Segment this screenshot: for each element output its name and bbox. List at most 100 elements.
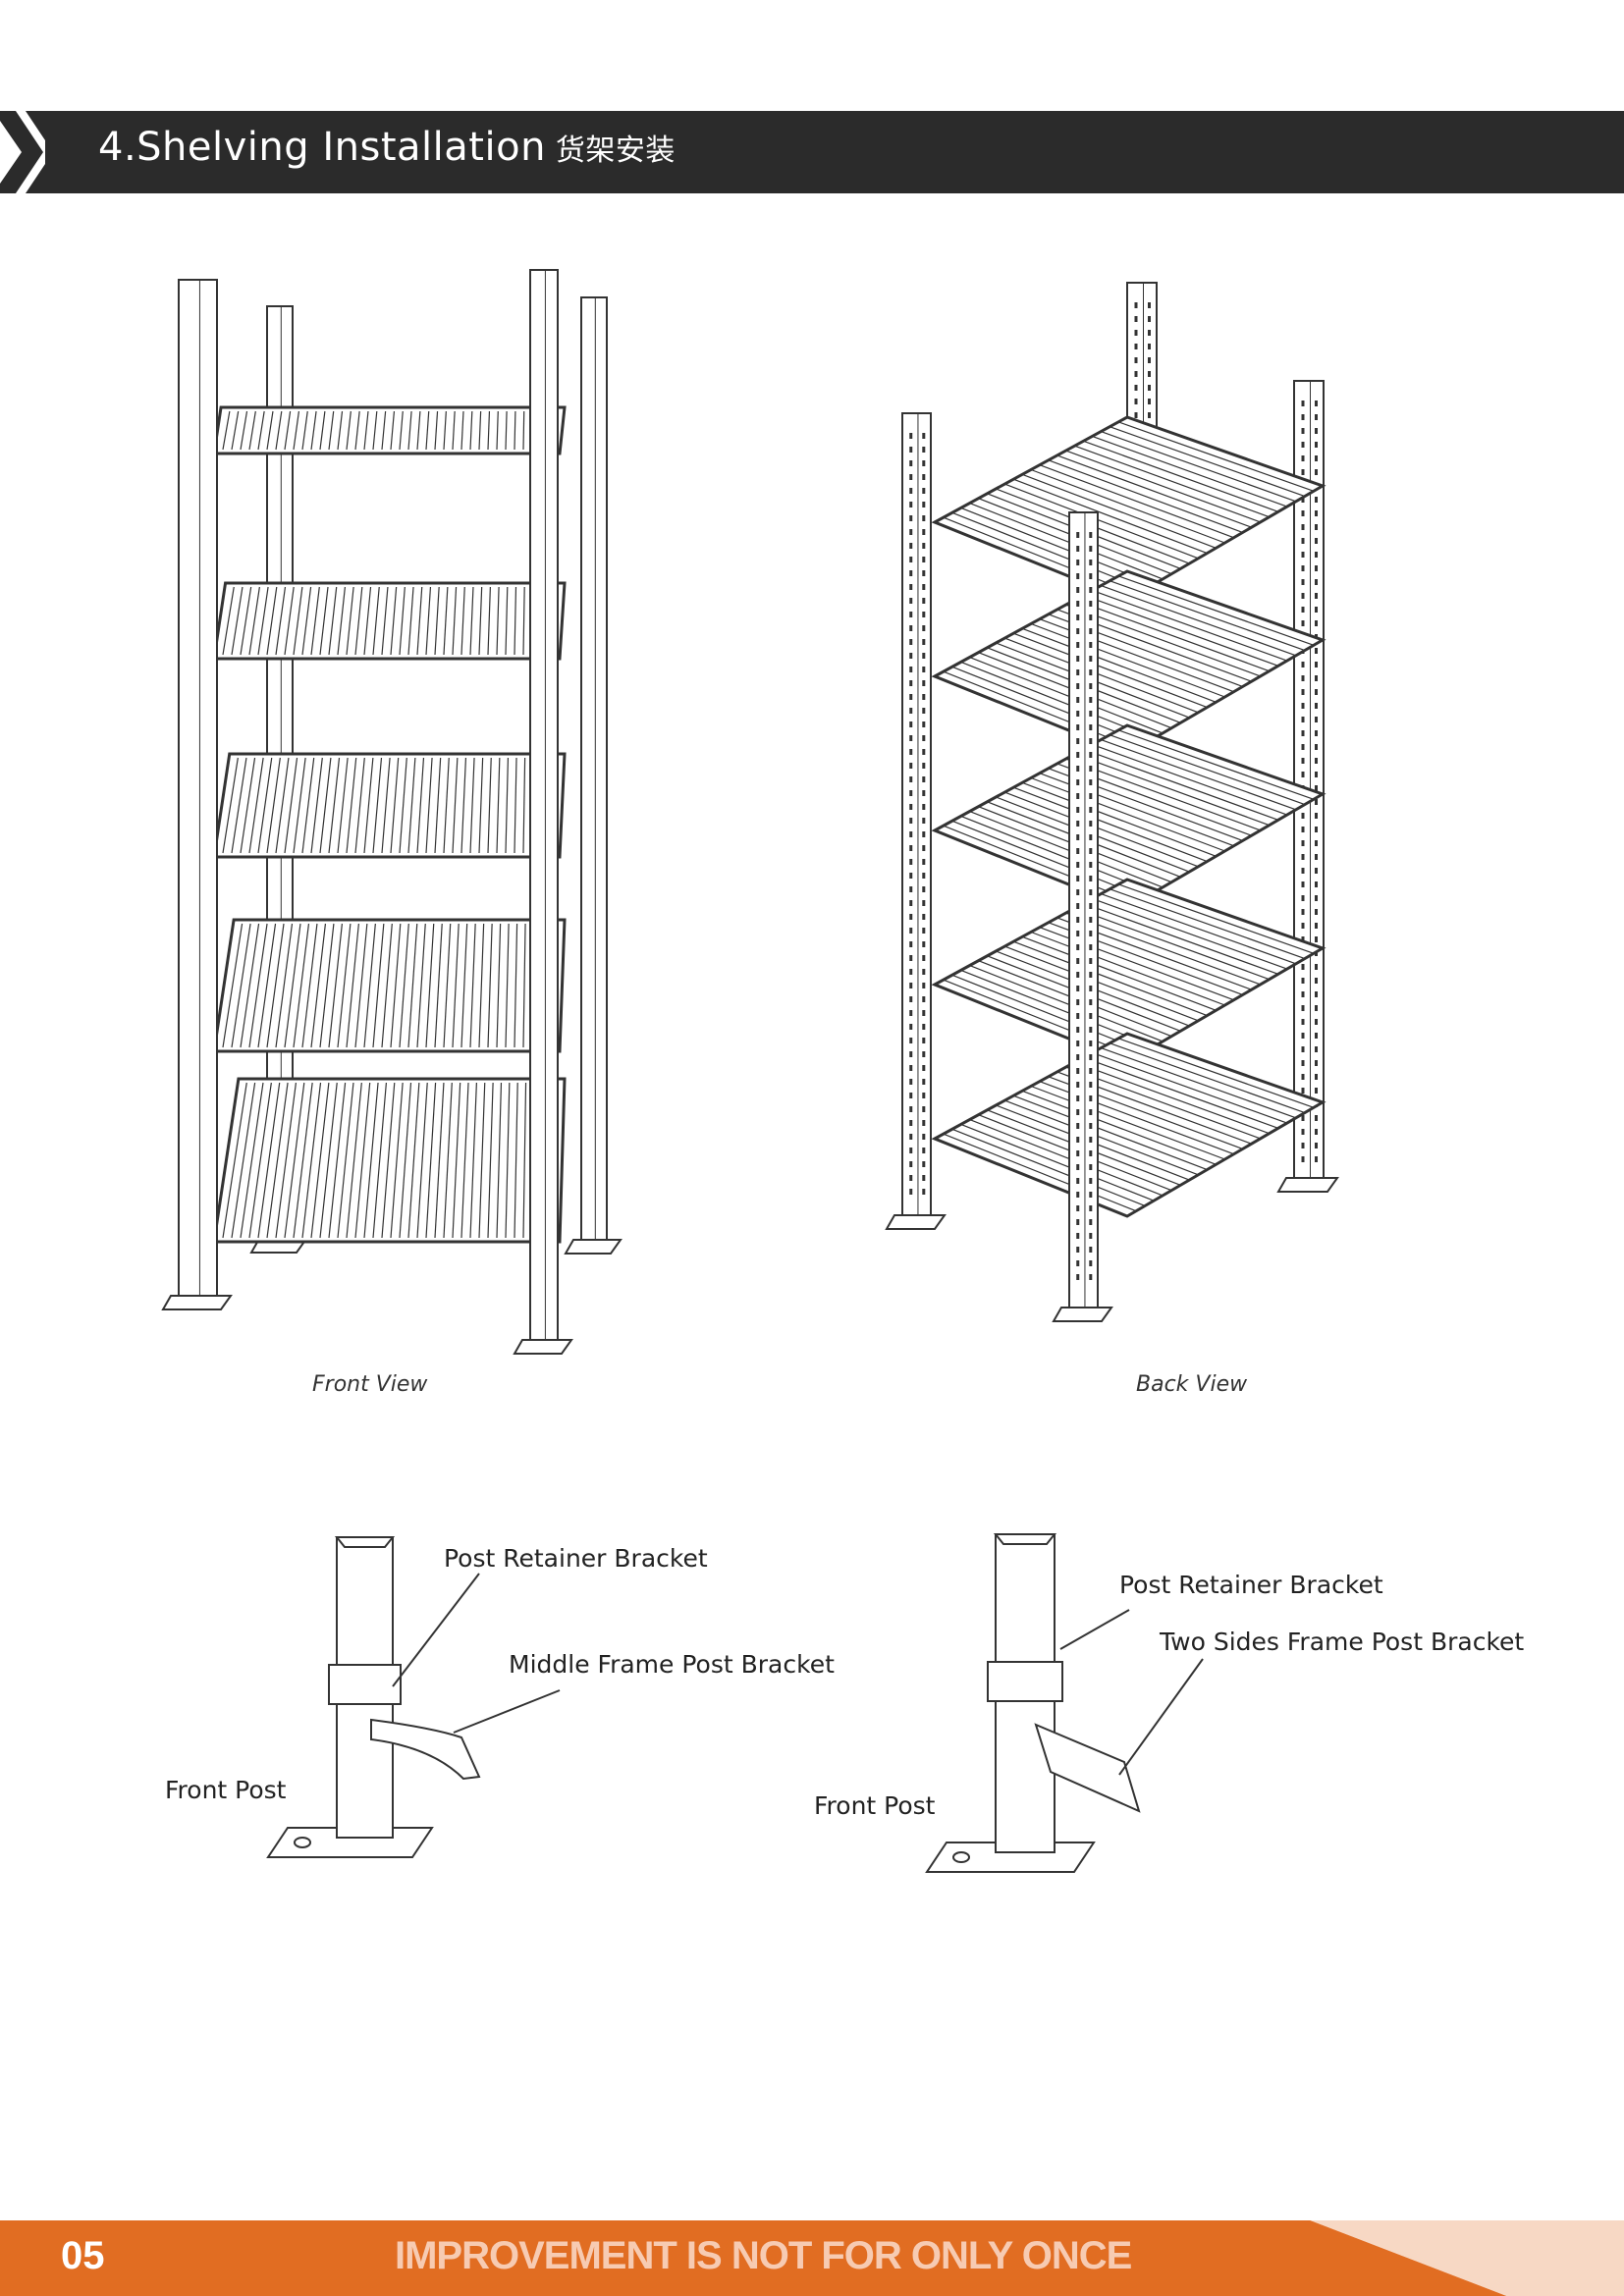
post-slot (1076, 1233, 1080, 1239)
post-slot (909, 447, 913, 453)
post-slot (1315, 1005, 1318, 1011)
post-slot (1076, 807, 1080, 813)
front-back-right-post-foot (564, 1239, 623, 1255)
shelf-wire (960, 815, 1155, 893)
shelf-wire (496, 923, 502, 1048)
post-slot (1315, 400, 1318, 406)
detail-right-bolt-hole (952, 1851, 970, 1863)
post-slot (1089, 669, 1093, 675)
post-slot (1301, 923, 1305, 929)
post-slot (1315, 991, 1318, 997)
shelf-wire (1101, 1047, 1297, 1119)
post-slot (1076, 1095, 1080, 1101)
post-slot (1315, 1019, 1318, 1025)
post-slot (1301, 772, 1305, 777)
shelf-wire (960, 661, 1155, 739)
post-slot (922, 612, 926, 617)
post-slot (1076, 1219, 1080, 1225)
post-slot (1076, 944, 1080, 950)
post-slot (1315, 510, 1318, 516)
shelf-wire (452, 757, 459, 854)
post-slot (922, 983, 926, 988)
post-slot (1315, 414, 1318, 420)
shelf-wire (407, 586, 414, 656)
post-slot (1089, 848, 1093, 854)
shelf-wire (469, 410, 473, 451)
post-slot (1301, 840, 1305, 846)
post-slot (1301, 730, 1305, 736)
post-slot (1089, 1260, 1093, 1266)
shelf-wire (310, 586, 320, 656)
post-slot (1089, 1082, 1093, 1088)
shelf-wire (1109, 580, 1306, 652)
post-slot (1148, 316, 1151, 322)
post-slot (1315, 813, 1318, 819)
shelf-wire (310, 1082, 330, 1239)
shelf-wire (240, 757, 256, 854)
post-slot (1076, 697, 1080, 703)
shelf-wire (416, 410, 421, 451)
back-shelf (931, 723, 1326, 910)
shelf-wire (231, 757, 247, 854)
shelf-wire (301, 1082, 322, 1239)
post-slot (1134, 316, 1138, 322)
post-slot (1301, 620, 1305, 626)
post-slot (909, 1065, 913, 1071)
post-slot (1076, 1247, 1080, 1253)
shelf-wire (425, 1082, 437, 1239)
post-slot (1301, 978, 1305, 984)
shelf-wire (951, 974, 1146, 1053)
post-slot (909, 474, 913, 480)
post-slot (1315, 1074, 1318, 1080)
shelf-wire (354, 410, 360, 451)
post-slot (1148, 344, 1151, 349)
post-slot (922, 735, 926, 741)
shelf-wire (969, 656, 1164, 734)
shelf-wire (1065, 450, 1261, 523)
post-slot (1315, 1156, 1318, 1162)
shelf-wire (434, 410, 439, 451)
shelf-wire (1083, 748, 1278, 821)
shelf-wire (257, 586, 269, 656)
post-slot (1089, 931, 1093, 936)
post-slot (1089, 738, 1093, 744)
detail-left-post-top (334, 1536, 396, 1548)
post-slot (1089, 1095, 1093, 1101)
post-slot (1134, 357, 1138, 363)
shelf-wire (1101, 739, 1297, 811)
middle-frame-post-bracket (370, 1718, 481, 1781)
post-slot (922, 584, 926, 590)
post-slot (1301, 1088, 1305, 1094)
post-slot (1148, 330, 1151, 336)
shelf-wire (346, 410, 352, 451)
shelf-wire (943, 1133, 1137, 1212)
post-slot (1134, 344, 1138, 349)
post-slot (1315, 909, 1318, 915)
shelf-wire (372, 923, 385, 1048)
post-slot (1315, 538, 1318, 544)
shelf-wire (434, 1082, 445, 1239)
shelf-wire (452, 586, 458, 656)
post-slot (1089, 1013, 1093, 1019)
post-slot (1315, 964, 1318, 970)
shelf-wire (407, 410, 412, 451)
shelf-wire (487, 1082, 494, 1239)
shelf-wire (505, 586, 509, 656)
shelf-wire (363, 410, 369, 451)
shelf-wire (381, 757, 391, 854)
post-slot (909, 790, 913, 796)
post-slot (922, 790, 926, 796)
post-slot (1076, 958, 1080, 964)
shelf-wire (319, 757, 332, 854)
shelf-wire (425, 410, 430, 451)
post-slot (1301, 552, 1305, 558)
post-slot (922, 543, 926, 549)
post-slot (1315, 730, 1318, 736)
shelf-wire (943, 670, 1137, 750)
shelf-wire (284, 923, 301, 1048)
post-slot (1076, 1109, 1080, 1115)
front-left-post (178, 279, 218, 1297)
shelf-wire (1109, 426, 1306, 498)
post-slot (1301, 538, 1305, 544)
